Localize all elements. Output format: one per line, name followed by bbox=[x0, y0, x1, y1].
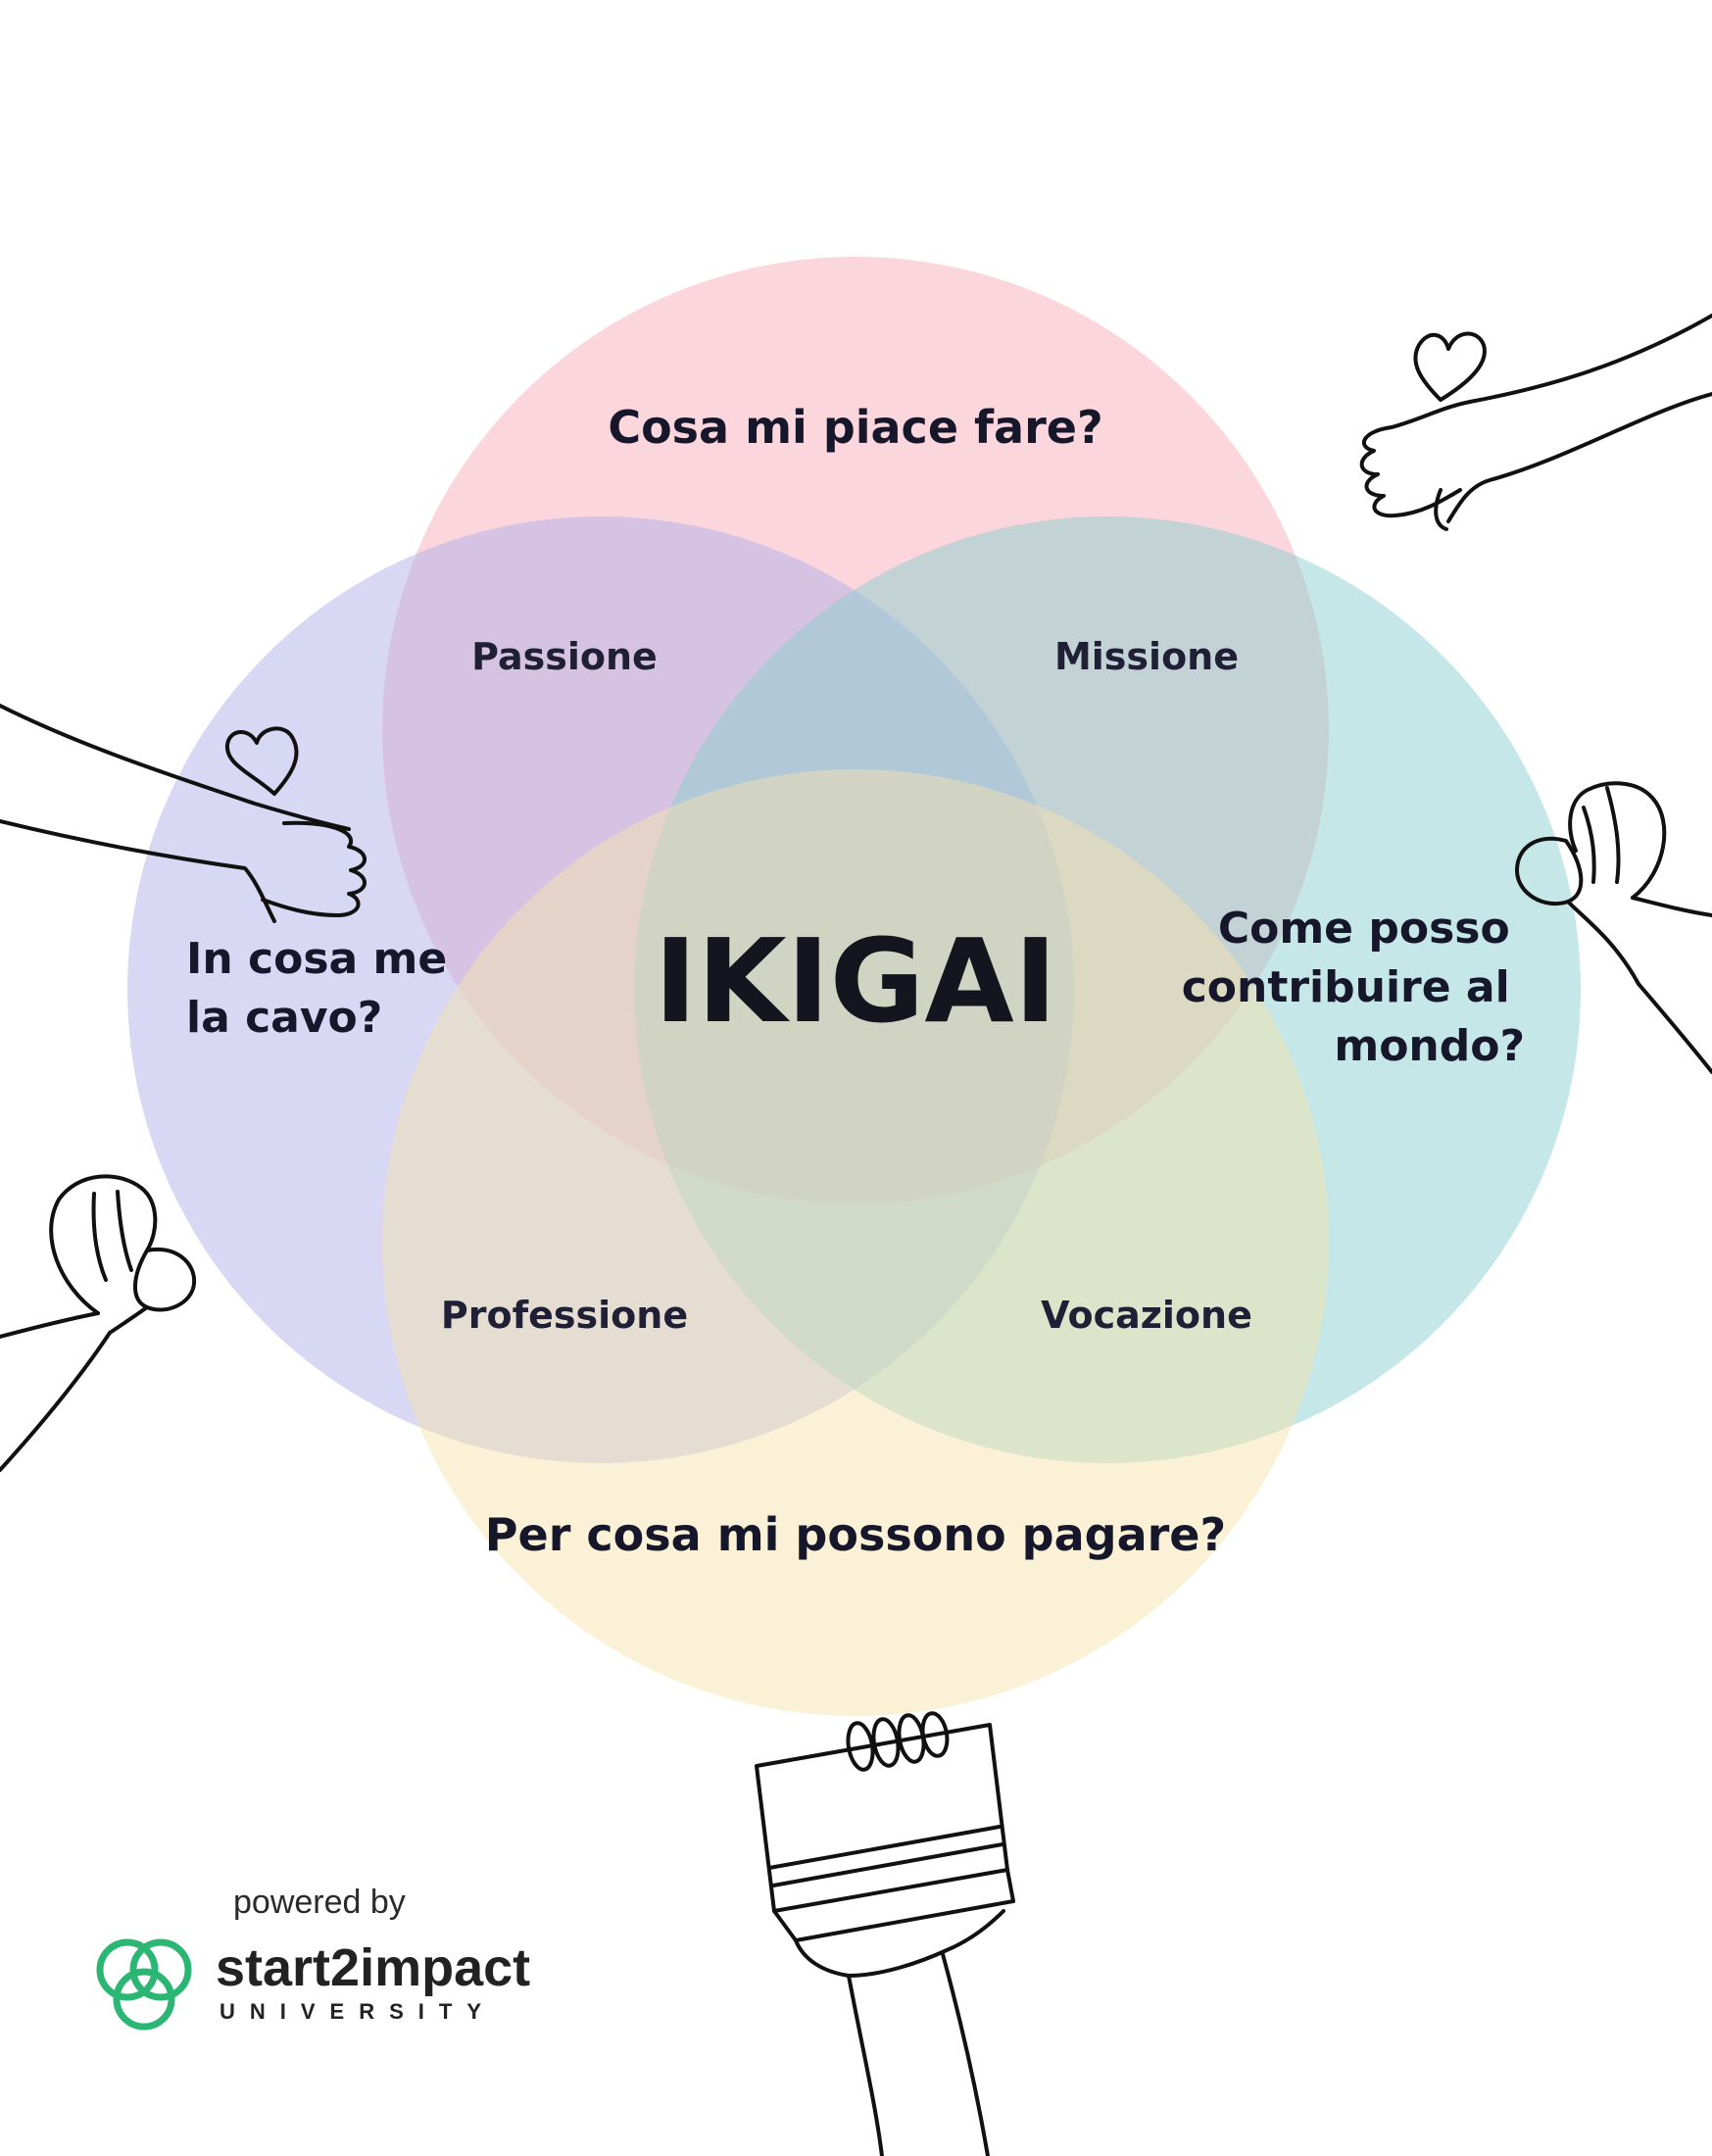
circle-world bbox=[634, 516, 1581, 1463]
overlap-passione: Passione bbox=[471, 635, 658, 678]
hand-paintbrush-icon bbox=[755, 1711, 1015, 2156]
circle-pay bbox=[382, 769, 1329, 1716]
question-right: Come posso contribuire al mondo? bbox=[1182, 904, 1525, 1071]
circle-passion bbox=[382, 257, 1329, 1203]
heart-icon bbox=[224, 726, 299, 796]
brand-subtitle: UNIVERSITY bbox=[220, 1999, 496, 2024]
circle-skills bbox=[127, 516, 1074, 1463]
center-label: IKIGAI bbox=[654, 913, 1056, 1049]
overlap-vocazione: Vocazione bbox=[1041, 1294, 1252, 1337]
branding: powered by start2impact UNIVERSITY bbox=[96, 1884, 530, 2031]
question-left: In cosa me la cavo? bbox=[186, 934, 463, 1043]
start2impact-logo-icon bbox=[96, 1938, 192, 2031]
powered-by-label: powered by bbox=[233, 1884, 406, 1921]
overlap-missione: Missione bbox=[1054, 635, 1239, 678]
question-bottom: Per cosa mi possono pagare? bbox=[485, 1508, 1226, 1561]
hand-heart-icon bbox=[0, 704, 367, 923]
brand-name: start2impact bbox=[216, 1938, 530, 1997]
venn-circles bbox=[127, 257, 1581, 1716]
hand-ok-icon bbox=[1515, 781, 1712, 1074]
question-top: Cosa mi piace fare? bbox=[608, 401, 1102, 454]
overlap-professione: Professione bbox=[441, 1294, 688, 1337]
hand-heart-icon bbox=[1359, 314, 1712, 531]
heart-icon bbox=[1413, 331, 1487, 402]
hand-ok-icon bbox=[0, 1174, 197, 1472]
